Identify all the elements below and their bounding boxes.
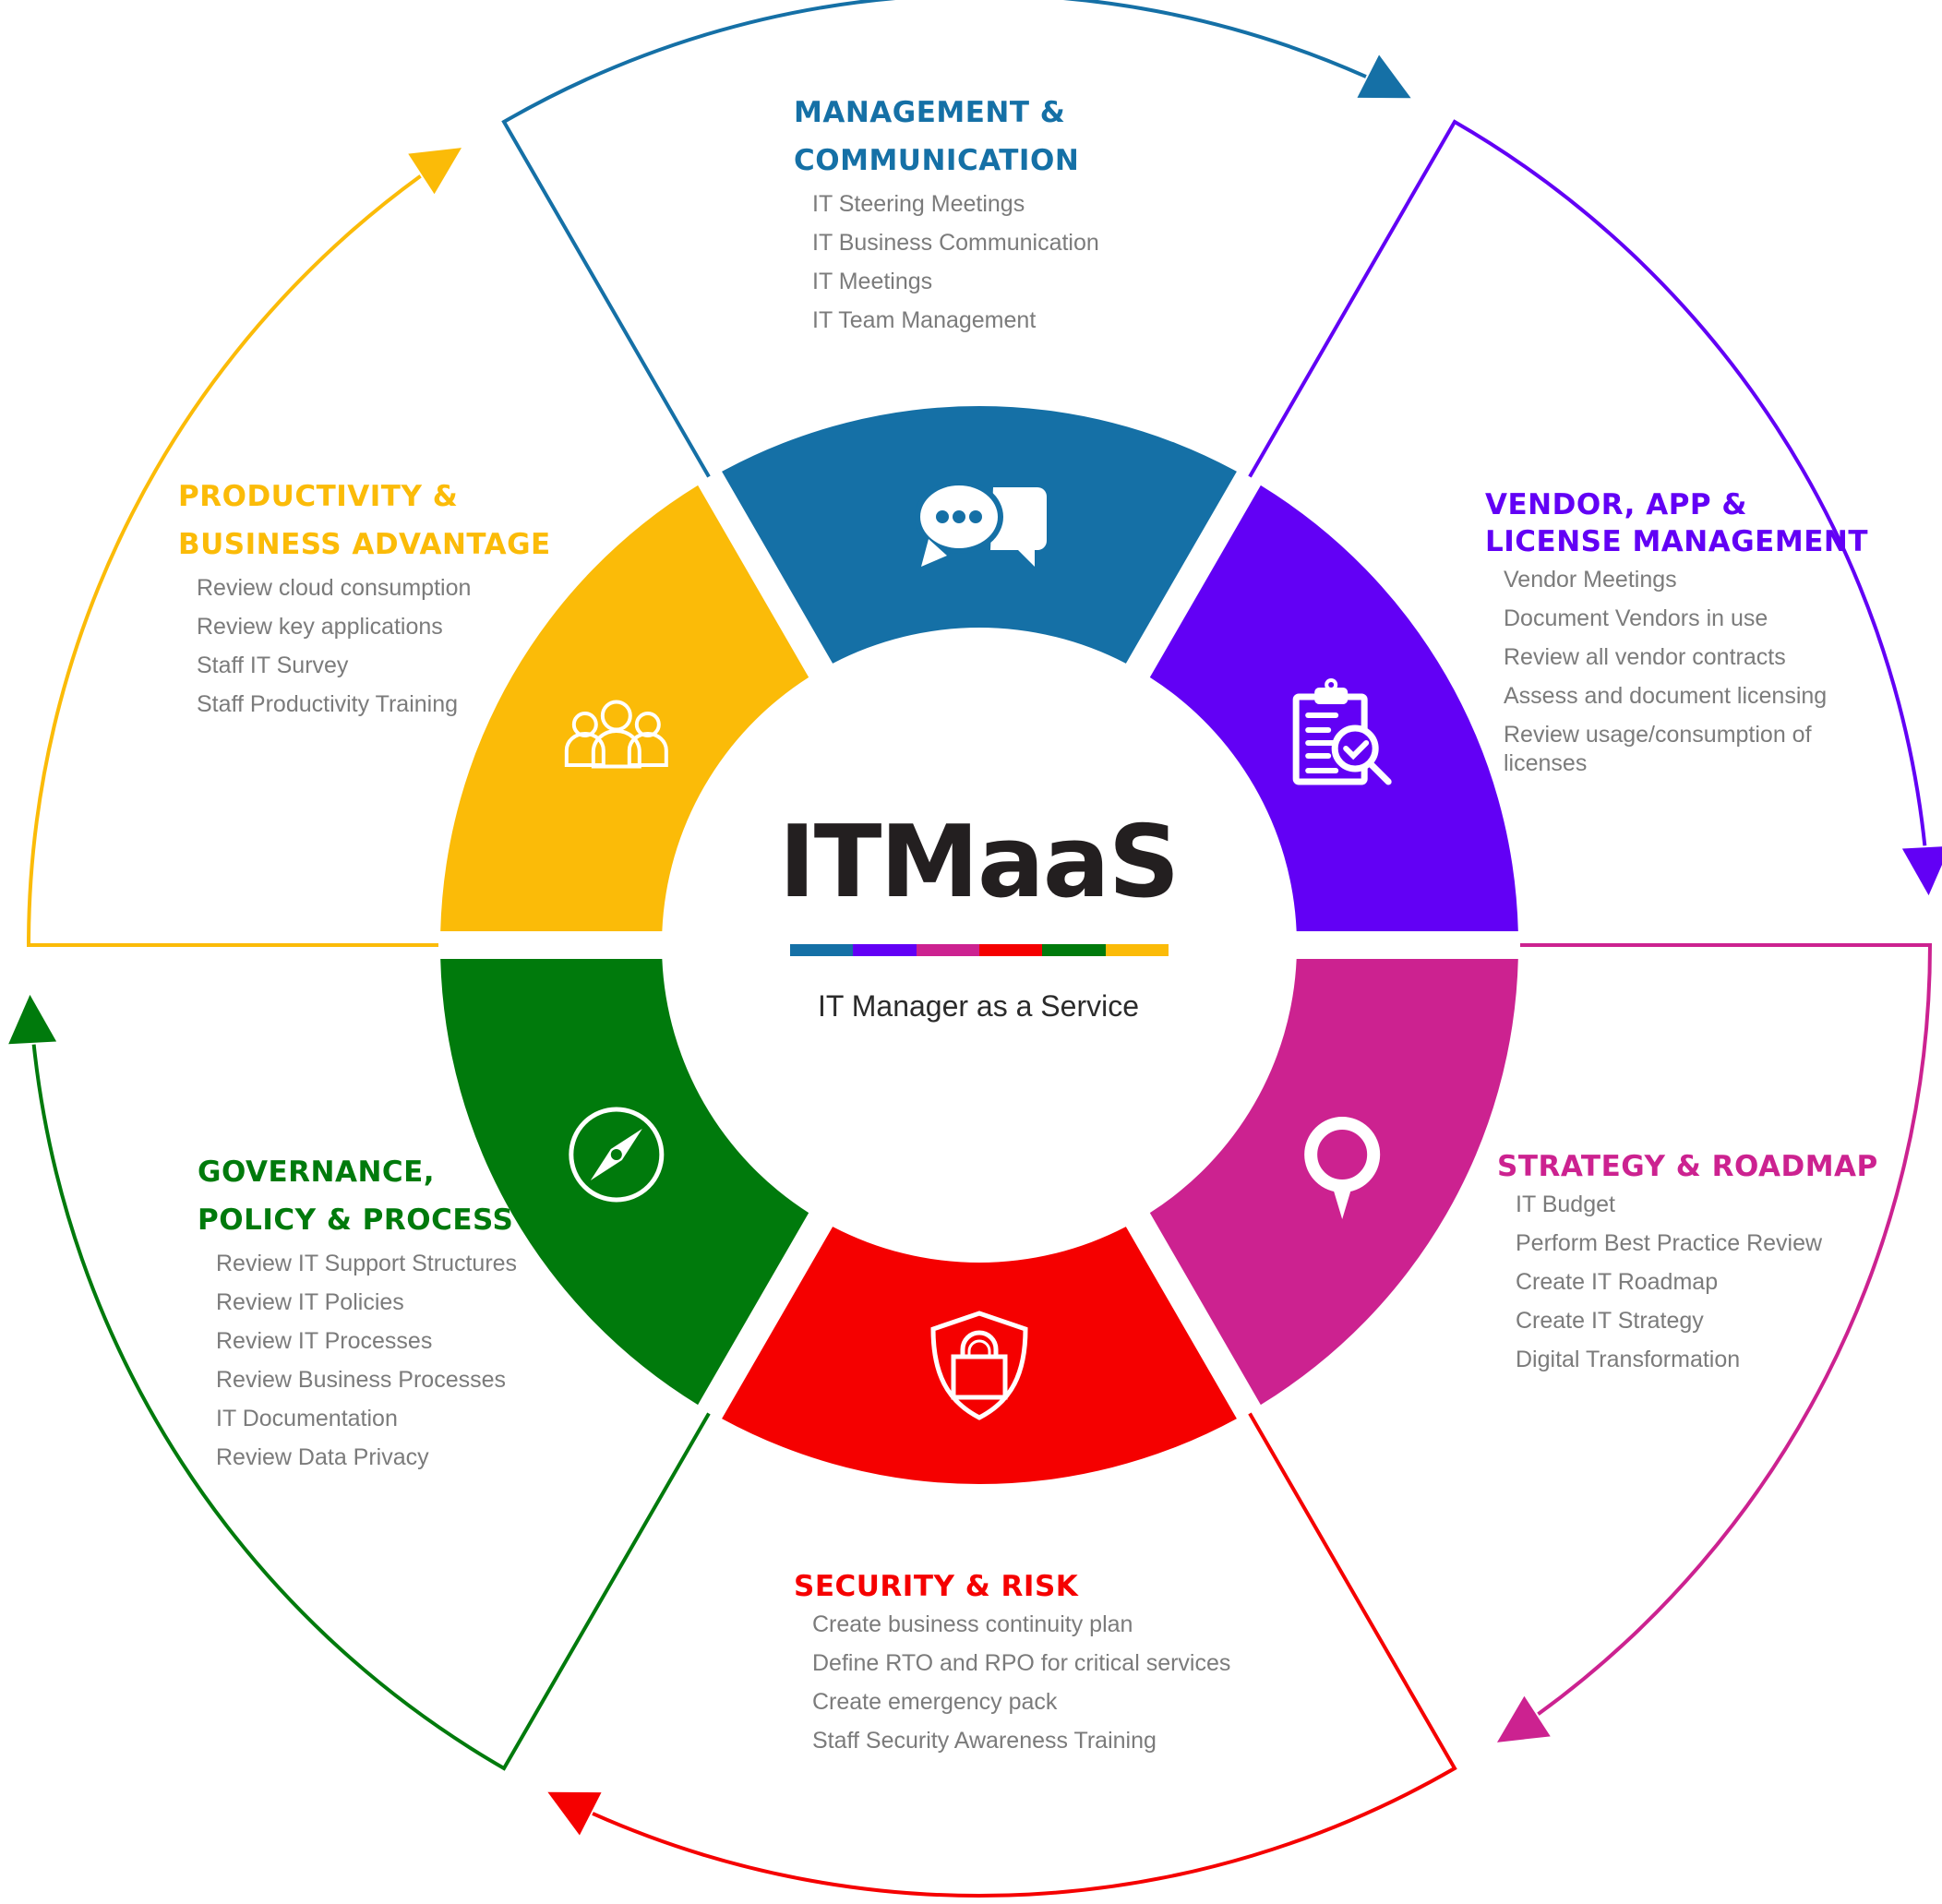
heading-line: SECURITY & RISK	[794, 1570, 1079, 1603]
task-item: Review key applications	[197, 614, 443, 640]
arrowhead-icon	[408, 148, 462, 195]
section-strategy: STRATEGY & ROADMAP IT Budget Perform Bes…	[1497, 1148, 1878, 1379]
section-heading: MANAGEMENT & COMMUNICATION	[794, 89, 1099, 185]
section-heading: SECURITY & RISK	[794, 1568, 1230, 1605]
task-list: IT Steering Meetings IT Business Communi…	[794, 185, 1099, 340]
task-list: Review cloud consumption Review key appl…	[178, 569, 551, 724]
arrowhead-icon	[1357, 54, 1411, 99]
task-item: Review all vendor contracts	[1504, 644, 1786, 670]
task-item: Define RTO and RPO for critical services	[812, 1650, 1231, 1676]
color-bar-swatch	[916, 944, 979, 956]
segment-vendor	[1149, 485, 1518, 932]
team-people-icon	[564, 700, 668, 769]
task-item: Create IT Roadmap	[1516, 1269, 1719, 1295]
color-bar-swatch	[853, 944, 917, 956]
task-item: Create business continuity plan	[812, 1611, 1133, 1637]
heading-line: VENDOR, APP &	[1485, 488, 1747, 521]
task-list: Review IT Support Structures Review IT P…	[198, 1244, 517, 1477]
task-item: Digital Transformation	[1516, 1347, 1741, 1372]
cycle-arrow-security	[592, 1412, 1457, 1898]
color-bar-swatch	[790, 944, 854, 956]
heading-line: LICENSE MANAGEMENT	[1485, 525, 1868, 558]
segment-governance	[440, 958, 809, 1406]
task-item: IT Budget	[1516, 1191, 1615, 1217]
section-heading: GOVERNANCE, POLICY & PROCESS	[198, 1148, 517, 1244]
task-item: IT Team Management	[812, 307, 1037, 333]
task-item: Staff Productivity Training	[197, 691, 459, 717]
chat-bubbles-icon	[915, 480, 1047, 567]
section-vendor: VENDOR, APP & LICENSE MANAGEMENT Vendor …	[1485, 486, 1868, 778]
color-bar	[790, 944, 1169, 956]
color-bar-swatch	[1105, 944, 1169, 956]
task-item: Review IT Policies	[216, 1289, 404, 1315]
arrowhead-icon	[1496, 1695, 1551, 1742]
arrowhead-icon	[547, 1791, 602, 1836]
heading-line: BUSINESS ADVANTAGE	[178, 528, 551, 561]
heading-line: COMMUNICATION	[794, 144, 1080, 177]
section-security: SECURITY & RISK Create business continui…	[794, 1568, 1230, 1760]
color-bar-swatch	[1042, 944, 1106, 956]
task-item: Staff IT Survey	[197, 653, 349, 678]
shield-lock-icon	[930, 1311, 1028, 1420]
task-item: Review Business Processes	[216, 1367, 507, 1393]
task-item: Review usage/consumption of licenses	[1504, 722, 1812, 776]
cycle-arrow-management	[501, 0, 1367, 478]
heading-line: GOVERNANCE,	[198, 1156, 436, 1189]
task-item: IT Business Communication	[812, 230, 1099, 256]
arrowhead-icon	[1901, 846, 1942, 896]
section-heading: PRODUCTIVITY & BUSINESS ADVANTAGE	[178, 473, 551, 569]
task-item: Assess and document licensing	[1504, 683, 1828, 709]
task-item: IT Steering Meetings	[812, 191, 1025, 217]
task-item: Staff Security Awareness Training	[812, 1728, 1157, 1754]
section-heading: STRATEGY & ROADMAP	[1497, 1148, 1878, 1185]
task-item: IT Documentation	[216, 1406, 398, 1431]
task-item: Review IT Processes	[216, 1328, 433, 1354]
section-management: MANAGEMENT & COMMUNICATION IT Steering M…	[794, 89, 1099, 340]
clipboard-check-icon	[1292, 678, 1392, 785]
task-list: IT Budget Perform Best Practice Review C…	[1497, 1185, 1878, 1379]
task-item: Perform Best Practice Review	[1516, 1230, 1823, 1256]
map-pin-icon	[1304, 1117, 1381, 1219]
task-item: Review cloud consumption	[197, 575, 472, 601]
heading-line: PRODUCTIVITY &	[178, 480, 459, 513]
task-item: Create emergency pack	[812, 1689, 1058, 1715]
compass-icon	[569, 1107, 665, 1203]
section-governance: GOVERNANCE, POLICY & PROCESS Review IT S…	[198, 1148, 517, 1477]
task-item: Vendor Meetings	[1504, 567, 1677, 593]
task-item: Create IT Strategy	[1516, 1308, 1704, 1334]
heading-line: POLICY & PROCESS	[198, 1203, 514, 1237]
cycle-arrow-vendor	[1248, 119, 1927, 846]
arrowhead-icon	[8, 994, 57, 1045]
segment-productivity	[440, 485, 809, 932]
center-title: ITMaaS	[778, 805, 1181, 920]
cycle-arrow-strategy	[1520, 943, 1933, 1716]
center-subtitle: IT Manager as a Service	[817, 989, 1139, 1023]
task-item: Review IT Support Structures	[216, 1251, 518, 1276]
cycle-arrow-governance	[31, 1044, 711, 1771]
section-heading: VENDOR, APP & LICENSE MANAGEMENT	[1485, 486, 1868, 560]
heading-line: MANAGEMENT &	[794, 96, 1066, 129]
color-bar-swatch	[978, 944, 1043, 956]
task-item: IT Meetings	[812, 269, 933, 294]
task-list: Vendor Meetings Document Vendors in use …	[1485, 560, 1836, 778]
task-item: Review Data Privacy	[216, 1444, 429, 1470]
cycle-arrow-productivity	[26, 174, 438, 947]
section-productivity: PRODUCTIVITY & BUSINESS ADVANTAGE Review…	[178, 473, 551, 724]
task-list: Create business continuity plan Define R…	[794, 1605, 1230, 1760]
task-item: Document Vendors in use	[1504, 605, 1768, 631]
heading-line: STRATEGY & ROADMAP	[1497, 1150, 1878, 1183]
